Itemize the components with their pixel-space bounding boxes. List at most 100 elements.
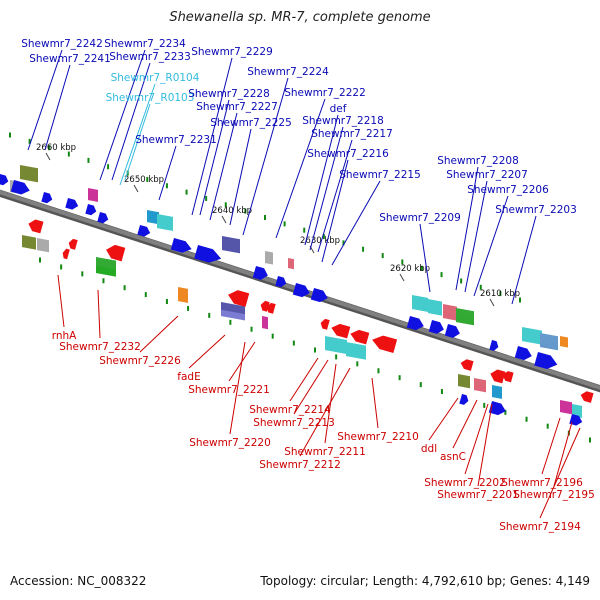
gene-block-shade: [492, 391, 502, 399]
gene-arrow-shape: [444, 324, 460, 338]
gene-arrow-shape: [502, 371, 514, 383]
gene-block-shade: [456, 315, 474, 326]
scale-tick-label: 2620 kbp: [390, 264, 430, 274]
reverse-gene-label: Shewmr7_2202: [424, 477, 506, 489]
tick-mark: [292, 340, 295, 346]
forward-gene-label: Shewmr7_2224: [247, 66, 329, 78]
forward-gene-arrow: [0, 174, 9, 186]
gene-block-shade: [560, 341, 568, 348]
leader-line: [242, 77, 289, 236]
forward-gene-label: Shewmr7_2228: [188, 88, 270, 100]
tick-mark: [60, 264, 63, 270]
forward-gene-label: Shewmr7_2229: [191, 46, 273, 58]
gene-block-shade: [265, 257, 273, 265]
reverse-gene-label: Shewmr7_2201: [437, 489, 519, 501]
tick-mark: [208, 312, 211, 318]
gene-block: [157, 214, 173, 231]
forward-gene-arrow: [310, 288, 328, 303]
tick-mark: [483, 402, 486, 408]
gene-block-shade: [458, 380, 470, 389]
tick-mark: [271, 333, 274, 339]
forward-gene-label: Shewmr7_2216: [307, 148, 389, 160]
tick-mark: [144, 292, 147, 298]
scale-tick-label: 2650 kbp: [124, 175, 164, 185]
tick-mark: [504, 409, 507, 415]
forward-gene-arrow: [488, 401, 506, 416]
forward-gene-arrow: [569, 414, 583, 426]
forward-gene-arrow: [194, 245, 222, 263]
forward-gene-label: Shewmr7_2207: [446, 169, 528, 181]
gene-block-shade: [540, 340, 558, 351]
gene-arrow-shape: [460, 359, 474, 371]
reverse-gene-label: Shewmr7_2194: [499, 521, 581, 533]
tick-mark: [398, 375, 401, 381]
tick-mark: [381, 253, 384, 259]
gene-block-shade: [88, 194, 98, 202]
gene-arrow-shape: [266, 302, 276, 314]
tick-mark: [440, 389, 443, 395]
gene-block-shade: [37, 244, 49, 253]
forward-gene-label: Shewmr7_2231: [135, 134, 217, 146]
leader-line: [199, 99, 230, 216]
tick-mark: [283, 221, 286, 227]
scale-tick-label: 2630 kbp: [300, 236, 340, 246]
reverse-gene-label: ddl: [421, 443, 437, 455]
reverse-gene-arrow: [372, 335, 398, 353]
gene-arrow-shape: [406, 316, 424, 331]
scale-tick-line: [45, 152, 51, 161]
scale-tick-label: 2640 kbp: [212, 206, 252, 216]
reverse-gene-arrow: [320, 318, 330, 330]
tick-mark: [205, 195, 208, 201]
reverse-gene-arrow: [350, 329, 370, 345]
gene-arrow-shape: [580, 391, 594, 403]
tick-mark: [165, 183, 168, 189]
tick-mark: [264, 215, 266, 220]
gene-block-shade: [288, 263, 294, 270]
forward-gene-label: Shewmr7_2206: [467, 184, 549, 196]
leader-line: [124, 103, 151, 181]
leader-line: [371, 377, 379, 429]
leader-line: [331, 180, 381, 266]
tick-mark: [546, 423, 549, 429]
reverse-gene-label: Shewmr7_2226: [99, 355, 181, 367]
gene-block: [560, 336, 568, 348]
forward-gene-label: Shewmr7_2225: [210, 117, 292, 129]
tick-mark: [107, 164, 110, 170]
gene-arrow-shape: [292, 283, 310, 298]
gene-block: [428, 299, 442, 316]
tick-mark: [165, 299, 168, 305]
reverse-gene-arrow: [28, 219, 44, 234]
gene-block: [540, 333, 558, 351]
forward-gene-label: Shewmr7_2227: [196, 101, 278, 113]
gene-block: [346, 342, 366, 360]
leader-line: [289, 357, 319, 402]
gene-arrow-shape: [534, 352, 558, 370]
reverse-gene-label: Shewmr7_2196: [501, 477, 583, 489]
forward-gene-label: Shewmr7_2203: [495, 204, 577, 216]
genome-title: Shewanella sp. MR-7, complete genome: [169, 10, 431, 25]
leader-line: [428, 397, 459, 441]
gene-block: [262, 316, 268, 330]
forward-gene-arrow: [444, 324, 460, 338]
gene-arrow-shape: [228, 290, 250, 307]
gene-block-shade: [474, 384, 486, 393]
leader-line: [209, 112, 238, 221]
leader-line: [188, 334, 226, 369]
gene-arrow-shape: [428, 320, 444, 334]
gene-block: [22, 235, 36, 250]
reverse-gene-label: asnC: [440, 451, 466, 463]
gene-arrow-shape: [85, 204, 97, 216]
gene-arrow-shape: [41, 192, 53, 204]
forward-gene-arrow: [41, 192, 53, 204]
leader-line: [477, 403, 493, 487]
gene-arrow-shape: [10, 180, 30, 195]
gene-block-shade: [157, 221, 173, 231]
leader-line: [99, 49, 146, 181]
leader-line: [119, 83, 156, 186]
gene-arrow-shape: [65, 198, 79, 210]
gene-block: [88, 188, 98, 202]
forward-gene-label: Shewmr7_2233: [109, 51, 191, 63]
gene-block: [443, 304, 457, 321]
leader-line: [553, 421, 573, 487]
forward-gene-arrow: [406, 316, 424, 331]
